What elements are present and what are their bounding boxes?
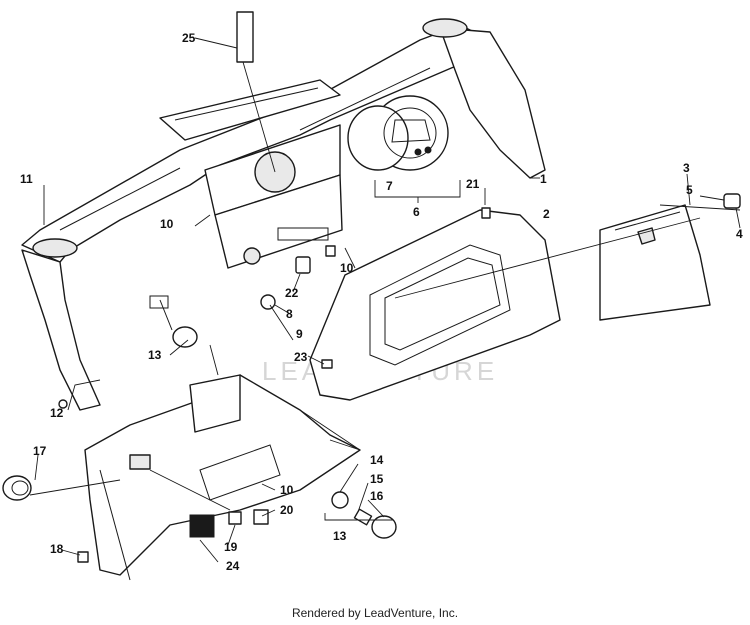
glove-box-door (599, 204, 711, 321)
callout-6: 6 (413, 205, 420, 219)
callout-19: 19 (224, 540, 238, 554)
callout-3: 3 (683, 161, 690, 175)
callout-17: 17 (33, 444, 47, 458)
callout-9: 9 (296, 327, 303, 341)
callout-18: 18 (50, 542, 64, 556)
footer-credit: Rendered by LeadVenture, Inc. (291, 606, 459, 620)
callout-15: 15 (370, 472, 384, 486)
callout-24: 24 (226, 559, 240, 573)
callout-23: 23 (294, 350, 308, 364)
callout-1: 1 (540, 172, 547, 186)
callout-2: 2 (543, 207, 550, 221)
callout-8: 8 (286, 307, 293, 321)
small-parts (2, 11, 491, 563)
gauge-cluster (347, 95, 449, 171)
upper-dash-frame (21, 18, 546, 411)
callout-11: 11 (20, 172, 33, 186)
callout-25: 25 (182, 31, 196, 45)
callout-10a: 10 (160, 217, 174, 231)
lower-dash-panel (84, 374, 361, 581)
callout-10c: 10 (280, 483, 294, 497)
latch-part (723, 193, 741, 209)
callout-21: 21 (466, 177, 480, 191)
callout-5: 5 (686, 183, 693, 197)
callout-labels: 1 2 3 4 5 6 7 8 9 10 10 10 11 12 13 13 1… (20, 31, 743, 573)
callout-7: 7 (386, 179, 393, 193)
leader-lines (29, 37, 741, 563)
callout-12: 12 (50, 406, 64, 420)
callout-10b: 10 (340, 261, 354, 275)
callout-16: 16 (370, 489, 384, 503)
callout-20: 20 (280, 503, 294, 517)
callout-4: 4 (736, 227, 743, 241)
glove-box-panel (309, 209, 561, 401)
callout-13b: 13 (333, 529, 347, 543)
callout-14: 14 (370, 453, 384, 467)
callout-13a: 13 (148, 348, 162, 362)
callout-22: 22 (285, 286, 299, 300)
